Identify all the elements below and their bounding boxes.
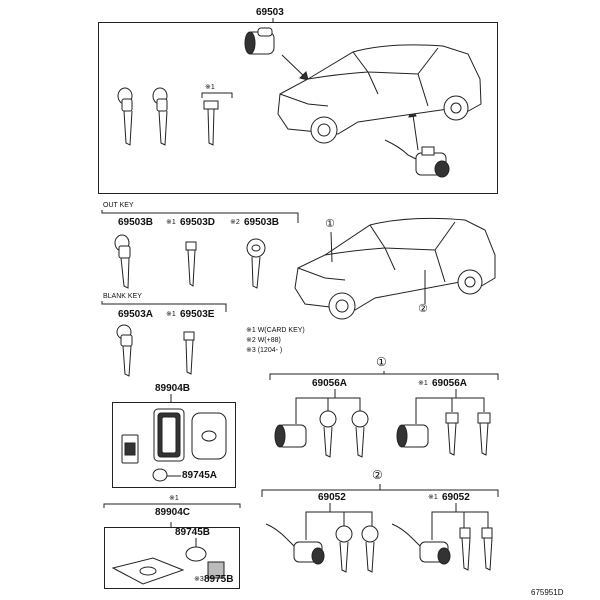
out-key-header: OUT KEY xyxy=(103,202,134,209)
set-one-marker: ① xyxy=(376,355,387,369)
suv-car-icon-middle xyxy=(294,217,496,320)
door-lock-cylinder-icon xyxy=(384,139,450,178)
blank-key-icons xyxy=(116,324,195,377)
part-label-69503B-alt[interactable]: 69503B xyxy=(244,217,280,228)
card-key-c-sub-mark: ※3 xyxy=(194,576,204,583)
blank-key-header: BLANK KEY xyxy=(103,293,142,300)
note-2: ※2 W(+88) xyxy=(246,337,281,344)
card-key-flat-icons xyxy=(111,546,225,585)
set-two-icons xyxy=(265,523,493,573)
note-1: ※1 W(CARD KEY) xyxy=(246,327,305,334)
part-label-69503B[interactable]: 69503B xyxy=(118,217,154,228)
car-marker-one: ① xyxy=(325,218,335,230)
part-label-69503A[interactable]: 69503A xyxy=(118,309,154,320)
part-label-89904B[interactable]: 89904B xyxy=(155,383,191,394)
part-label-69503E[interactable]: 69503E xyxy=(180,309,215,320)
card-key-c-box xyxy=(104,527,240,589)
diagram-id: 675951D xyxy=(531,588,564,597)
set-two-marker: ② xyxy=(372,468,383,482)
part-label-89904C[interactable]: 89904C xyxy=(155,507,191,518)
part-label-69052[interactable]: 69052 xyxy=(318,492,346,503)
part-label-8975B[interactable]: 8975B xyxy=(204,574,234,585)
part-label-69503[interactable]: 69503 xyxy=(256,7,284,18)
top-assembly-box xyxy=(98,22,498,194)
suv-car-icon-top xyxy=(277,44,482,144)
card-key-box xyxy=(112,402,236,488)
part-label-89745A[interactable]: 89745A xyxy=(182,470,218,481)
set-two-note-mark: ※1 xyxy=(428,494,438,501)
out-key-note-mark-1: ※1 xyxy=(166,219,176,226)
part-label-69052-alt[interactable]: 69052 xyxy=(442,492,470,503)
top-key-icons xyxy=(117,87,219,146)
out-key-note-mark-2: ※2 xyxy=(230,219,240,226)
card-key-c-note-mark: ※1 xyxy=(169,495,179,502)
part-label-89745B[interactable]: 89745B xyxy=(175,527,211,538)
top-note-mark: ※1 xyxy=(205,84,215,91)
out-key-icons xyxy=(114,234,266,289)
part-label-69056A-alt[interactable]: 69056A xyxy=(432,378,468,389)
smart-key-icons xyxy=(121,408,227,482)
blank-key-note-mark: ※1 xyxy=(166,311,176,318)
note-3: ※3 (1204- ) xyxy=(246,347,283,354)
part-label-69056A[interactable]: 69056A xyxy=(312,378,348,389)
part-label-69503D[interactable]: 69503D xyxy=(180,217,216,228)
set-one-icons xyxy=(274,410,491,458)
set-one-note-mark: ※1 xyxy=(418,380,428,387)
lock-cylinder-icon xyxy=(244,27,275,55)
car-marker-two: ② xyxy=(418,303,428,315)
